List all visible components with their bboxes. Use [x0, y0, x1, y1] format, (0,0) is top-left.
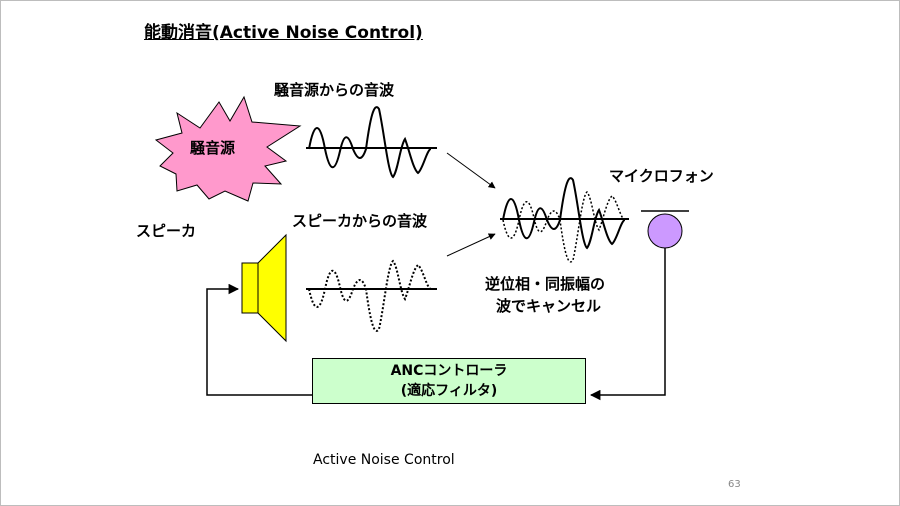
- anc-controller-subtitle: (適応フィルタ): [400, 383, 498, 399]
- speaker-wave-label: スピーカからの音波: [292, 212, 428, 230]
- noise-to-mic-arrow: [446, 152, 496, 189]
- noise-source-starburst: [154, 95, 302, 202]
- speaker-label: スピーカ: [136, 222, 197, 240]
- cancel-label-line2: 波でキャンセル: [496, 297, 602, 315]
- caption: Active Noise Control: [313, 452, 455, 468]
- slide-title: 能動消音(Active Noise Control): [144, 23, 423, 43]
- speaker-to-mic-arrow: [446, 233, 496, 257]
- page-number: 63: [728, 479, 741, 490]
- cancel-wave: [500, 177, 629, 263]
- noise-wave: [306, 106, 437, 179]
- cancel-label-line1: 逆位相・同振幅の: [485, 275, 606, 293]
- microphone-label: マイクロフォン: [609, 167, 714, 185]
- microphone-icon: [647, 213, 683, 249]
- controller-to-speaker-line: [206, 283, 312, 396]
- speaker-icon: [241, 233, 287, 343]
- noise-wave-label: 騒音源からの音波: [274, 81, 395, 99]
- anc-controller-box: ANCコントローラ (適応フィルタ): [312, 358, 586, 404]
- speaker-wave: [306, 259, 437, 332]
- anc-controller-title: ANCコントローラ: [390, 363, 508, 379]
- mic-to-controller-line: [589, 248, 666, 401]
- noise-source-label: 騒音源: [190, 139, 236, 157]
